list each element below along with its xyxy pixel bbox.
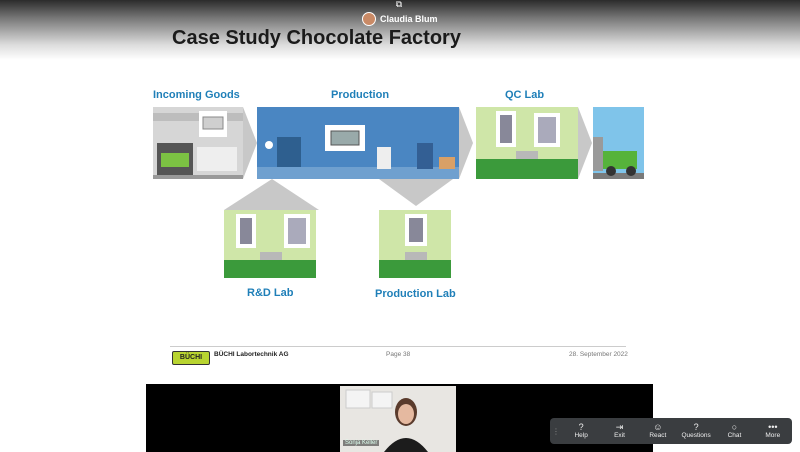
- help-label: Help: [574, 432, 588, 439]
- exit-label: Exit: [614, 432, 625, 439]
- exit-icon: ⇥: [615, 422, 624, 432]
- footer-divider: [170, 346, 626, 347]
- incoming-goods-image: [153, 107, 243, 179]
- chat-bubble-icon: ○: [731, 422, 738, 432]
- arrow-production-to-prodlab: [379, 179, 453, 206]
- label-incoming-goods: Incoming Goods: [153, 89, 240, 101]
- qc-lab-image: [476, 107, 578, 179]
- top-shade: [0, 0, 800, 60]
- participant-name: Sonja Keller: [343, 440, 380, 446]
- chat-button[interactable]: ○ Chat: [715, 418, 753, 444]
- rd-lab-image: [224, 210, 316, 278]
- buchi-logo: BÜCHI: [172, 351, 210, 365]
- drag-handle-icon[interactable]: ⋮: [552, 426, 560, 436]
- questions-button[interactable]: ? Questions: [677, 418, 715, 444]
- production-image: [257, 107, 459, 179]
- more-label: More: [765, 432, 781, 439]
- presenter-avatar: [362, 12, 376, 26]
- popout-icon[interactable]: ⧉: [395, 0, 403, 9]
- production-lab-image: [379, 210, 451, 278]
- truck-image: [593, 107, 644, 179]
- label-qc-lab: QC Lab: [505, 89, 545, 101]
- react-label: React: [649, 432, 667, 439]
- smile-icon: ☺: [653, 422, 663, 432]
- arrow-production-to-rd: [224, 179, 319, 210]
- label-production: Production: [331, 89, 390, 101]
- react-button[interactable]: ☺ React: [639, 418, 677, 444]
- question-bubble-icon: ?: [693, 422, 699, 432]
- footer-date: 28. September 2022: [569, 351, 628, 358]
- more-dots-icon: •••: [768, 422, 778, 432]
- exit-button[interactable]: ⇥ Exit: [600, 418, 638, 444]
- label-production-lab: Production Lab: [375, 288, 456, 300]
- questions-label: Questions: [681, 432, 711, 439]
- arrow-qc-to-truck: [578, 107, 592, 179]
- meeting-toolbar: ⋮ ? Help ⇥ Exit ☺ React ? Questions ○ Ch…: [550, 418, 792, 444]
- footer-page: Page 38: [386, 351, 411, 358]
- presenter-indicator: Claudia Blum: [362, 12, 438, 26]
- participant-video[interactable]: [340, 386, 456, 452]
- arrow-production-to-qc: [459, 107, 473, 179]
- more-button[interactable]: ••• More: [754, 418, 792, 444]
- help-icon: ?: [578, 422, 584, 432]
- chat-label: Chat: [727, 432, 742, 439]
- label-rd-lab: R&D Lab: [247, 287, 294, 299]
- footer-company: BÜCHI Labortechnik AG: [214, 351, 289, 358]
- presenter-name: Claudia Blum: [380, 14, 438, 24]
- arrow-incoming-to-production: [243, 107, 257, 179]
- slide-title: Case Study Chocolate Factory: [172, 27, 461, 49]
- help-button[interactable]: ? Help: [562, 418, 600, 444]
